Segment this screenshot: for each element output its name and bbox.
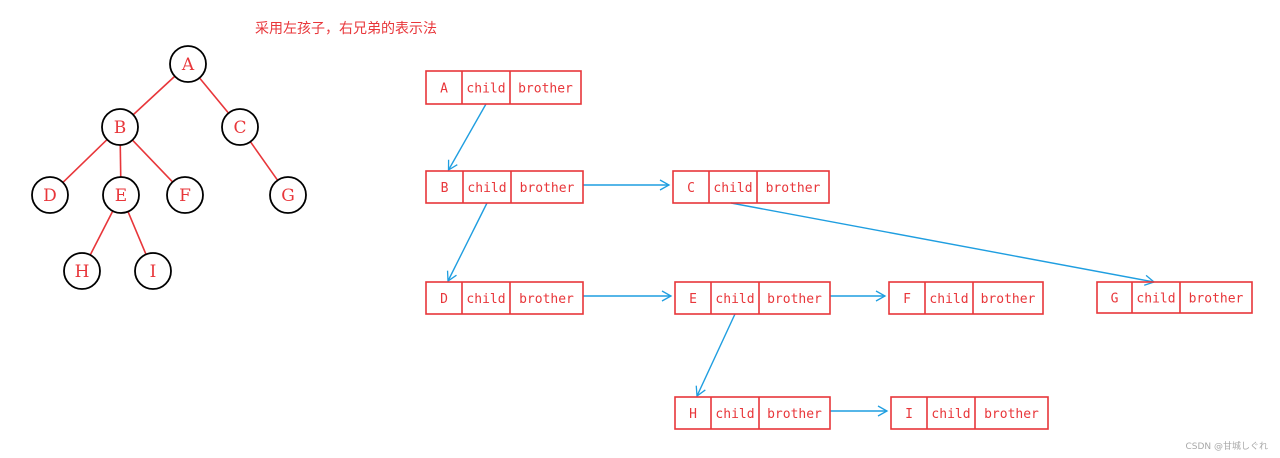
record-box [425, 70, 582, 105]
tree-node-label: A [181, 55, 195, 75]
tree-node-b: B [101, 108, 139, 146]
record-child-label: child [713, 181, 752, 196]
tree-node-d: D [31, 176, 69, 214]
record-brother-label: brother [981, 292, 1036, 307]
record-brother-label: brother [767, 292, 822, 307]
record-key-label: A [440, 82, 448, 97]
record-child-label: child [929, 292, 968, 307]
record-key-label: H [689, 407, 697, 422]
tree-node-circle [166, 176, 204, 214]
record-key-label: F [903, 292, 911, 307]
tree-node-label: H [75, 262, 90, 282]
tree-edge-b-d [62, 138, 108, 184]
child-arrow-e-h [695, 313, 736, 398]
tree-node-c: C [221, 108, 259, 146]
record-box [890, 396, 1049, 430]
record-child-label: child [931, 407, 970, 422]
record-brother-label: brother [766, 181, 821, 196]
tree-node-circle [269, 176, 307, 214]
record-brother-label: brother [1189, 292, 1244, 307]
record-child-label: child [715, 292, 754, 307]
tree-edge-b-f [131, 139, 174, 183]
tree-node-label: G [281, 186, 295, 206]
record-key-label: I [905, 407, 913, 422]
tree-node-circle [31, 176, 69, 214]
record-brother-label: brother [518, 82, 573, 97]
tree-edges [62, 75, 279, 256]
record-box [425, 281, 584, 315]
tree-nodes: A B C D E F G H I [31, 45, 307, 290]
tree-node-label: C [233, 118, 246, 138]
tree-edge-a-b [132, 75, 176, 116]
record-brother-label: brother [520, 181, 575, 196]
record-brother-label: brother [984, 407, 1039, 422]
record-child-label: child [715, 407, 754, 422]
record-child-label: child [466, 292, 505, 307]
record-child-label: child [1136, 292, 1175, 307]
record-box [674, 396, 831, 430]
record-brother-label: brother [519, 292, 574, 307]
tree-node-label: B [114, 118, 127, 138]
tree-node-label: F [179, 186, 191, 206]
record-child-label: child [466, 82, 505, 97]
watermark: CSDN @甘城しぐれ [1185, 442, 1268, 452]
tree-edge-a-c [198, 77, 230, 114]
tree-node-circle [101, 108, 139, 146]
record-box [674, 281, 831, 315]
record-child-label: child [467, 181, 506, 196]
record-box [425, 170, 584, 204]
tree-node-e: E [102, 176, 140, 214]
link-arrows [446, 103, 1156, 417]
tree-edge-e-h [89, 210, 114, 256]
diagram-caption: 采用左孩子，右兄弟的表示法 [255, 21, 437, 37]
record-key-label: C [687, 181, 695, 196]
tree-node-circle [134, 252, 172, 290]
tree-node-label: E [115, 186, 127, 206]
record-box [888, 281, 1044, 315]
record-key-label: D [440, 292, 448, 307]
tree-node-h: H [63, 252, 101, 290]
record-box [672, 170, 830, 204]
tree-node-label: I [150, 262, 157, 282]
tree-node-label: D [43, 186, 57, 206]
record-key-label: E [689, 292, 697, 307]
brother-arrow-c-g [730, 202, 1156, 286]
tree-node-a: A [169, 45, 207, 83]
child-arrow-a-b [447, 103, 487, 172]
tree-node-circle [169, 45, 207, 83]
record-box [1096, 281, 1253, 314]
tree-edge-e-i [127, 211, 147, 255]
record-key-label: G [1111, 292, 1119, 307]
tree-node-circle [102, 176, 140, 214]
record-brother-label: brother [767, 407, 822, 422]
tree-node-circle [221, 108, 259, 146]
child-arrow-b-d [446, 202, 488, 283]
tree-node-f: F [166, 176, 204, 214]
tree-edge-c-g [249, 141, 279, 181]
record-key-label: B [441, 181, 449, 196]
tree-node-circle [63, 252, 101, 290]
tree-node-i: I [134, 252, 172, 290]
tree-node-g: G [269, 176, 307, 214]
